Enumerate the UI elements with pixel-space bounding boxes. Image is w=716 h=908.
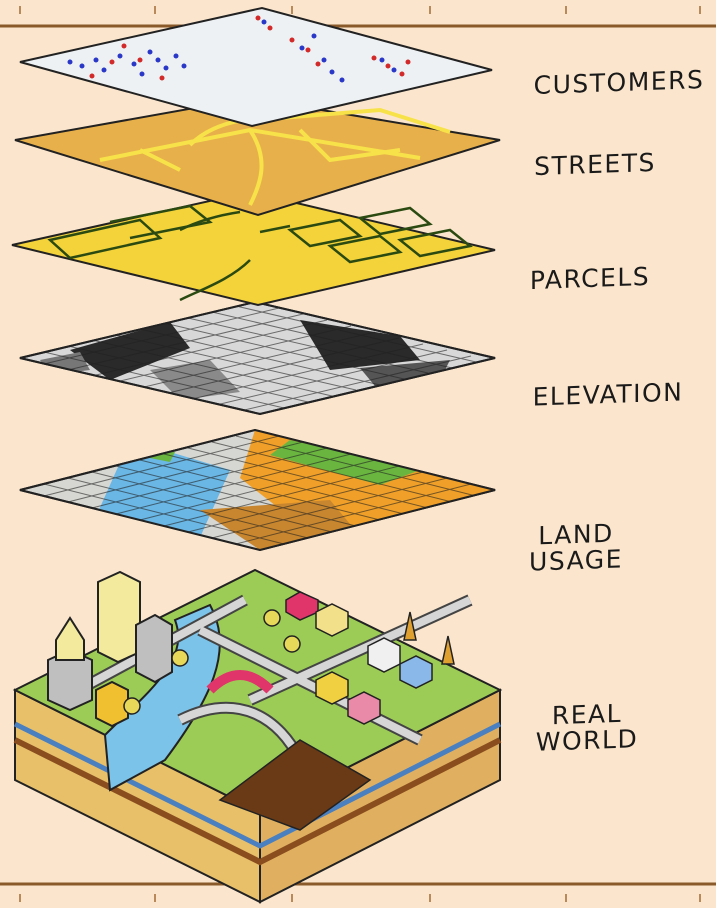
layer-label-elevation-text: ELEVATION [518,379,698,411]
layer-label-parcels: PARCELS [520,264,660,295]
layer-label-elevation: ELEVATION [518,379,698,411]
elevation-layer [20,302,495,414]
layer-label-land-usage: LAND USAGE [516,520,636,576]
land-usage-layer [20,430,495,560]
real-world-layer [15,570,500,902]
layer-label-real-world: REAL WORLD [522,700,652,757]
layer-label-land-usage-line-2: USAGE [516,546,636,576]
layer-label-streets: STREETS [520,149,670,180]
layer-label-real-world-line-2: WORLD [522,726,652,757]
layer-label-customers: CUSTOMERS [524,67,714,100]
